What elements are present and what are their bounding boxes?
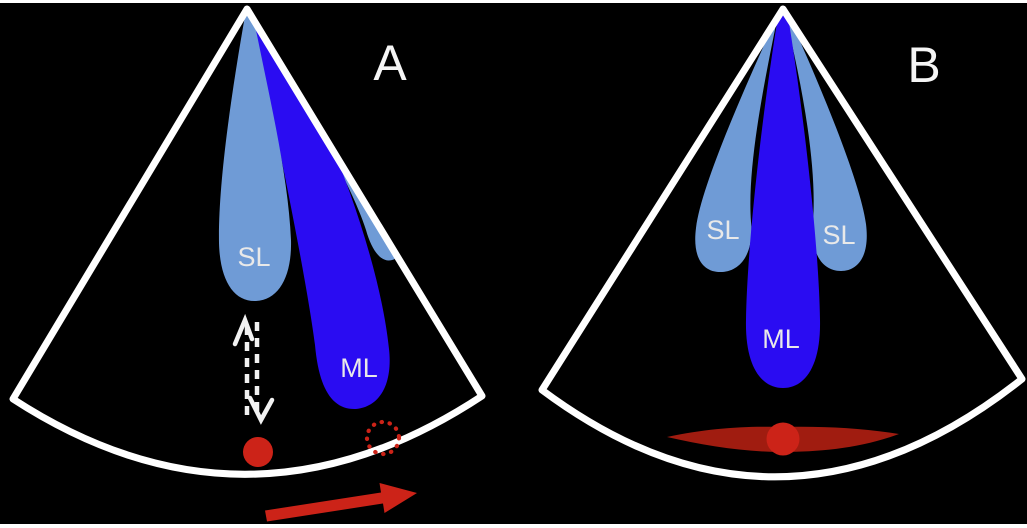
sidelobe-label-b-left: SL xyxy=(706,215,739,245)
sector-outline-a xyxy=(9,5,486,478)
mainlobe-label-b: ML xyxy=(762,324,800,354)
sidelobe-beam-right-b xyxy=(784,10,867,271)
sidelobe-label-a: SL xyxy=(237,242,270,272)
reflector-dot-b xyxy=(766,422,800,456)
panel-a-label: A xyxy=(373,35,407,91)
reflector-dot-a xyxy=(243,437,273,467)
panel-a: A SL ML xyxy=(9,5,486,522)
down-arrowhead-icon xyxy=(247,395,275,425)
panel-b-label: B xyxy=(907,37,940,93)
up-arrowhead-icon xyxy=(232,313,255,347)
mainlobe-beam-a xyxy=(250,10,390,410)
panel-b: B SL SL ML xyxy=(538,5,1026,481)
sidelobe-beam-left-b xyxy=(695,10,780,273)
mainlobe-beam-b xyxy=(745,10,821,388)
frame-line-bottom xyxy=(0,524,1027,528)
sidelobe-beam-left-a xyxy=(218,10,292,302)
mainlobe-label-a: ML xyxy=(340,353,378,383)
frame-line-top xyxy=(0,0,1027,3)
sweep-direction-arrow-icon xyxy=(265,483,417,522)
probe-motion-dashed-arrow xyxy=(232,313,275,425)
sector-outline-b xyxy=(538,5,1026,481)
artifact-dotted-circle xyxy=(364,419,402,457)
sidelobe-label-b-right: SL xyxy=(822,220,855,250)
